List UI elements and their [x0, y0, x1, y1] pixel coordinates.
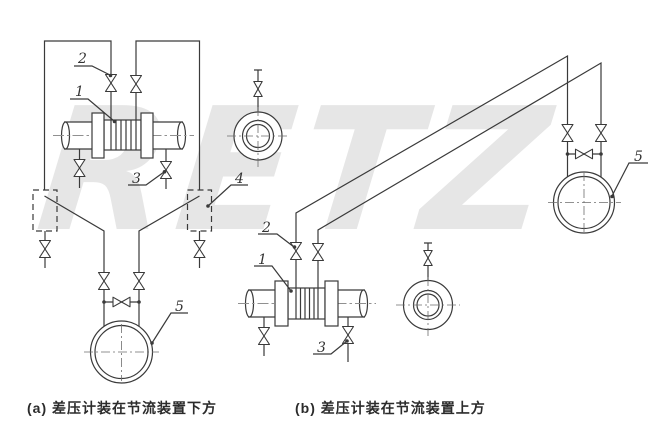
valve-icon [159, 160, 173, 180]
valve-icon [253, 80, 263, 98]
valve-icon [97, 271, 111, 291]
leader-dot [345, 339, 349, 343]
flange [140, 112, 154, 159]
valve-icon [594, 123, 608, 143]
pipe-end-view-b [396, 242, 460, 336]
part-label-4: 4 [234, 171, 244, 187]
pipe-section-outer [402, 279, 454, 331]
diagram-a: 1 2 3 4 5 [32, 40, 289, 384]
condensate-pot [32, 189, 58, 232]
gauge-crosshair [548, 172, 621, 234]
valves-a [38, 73, 206, 308]
leader-line [258, 233, 295, 248]
section-crosshair [227, 107, 289, 167]
flange [91, 112, 105, 159]
junction-dot [565, 152, 570, 156]
valve-icon [193, 239, 206, 259]
diagram-b: 1 2 3 5 [238, 54, 648, 362]
orifice-plate-hatch [295, 288, 319, 319]
valve-icon [38, 239, 52, 259]
leader-line [611, 162, 648, 197]
valve-icon [561, 123, 574, 143]
leader-dot [289, 289, 293, 293]
impulse-drop-right [138, 195, 200, 330]
orifice-block [287, 287, 326, 320]
pipe-end-view-a [227, 69, 289, 167]
part-label-3: 3 [132, 171, 141, 187]
leader-line [128, 171, 165, 186]
leader-dot [292, 245, 297, 249]
equalizing-valve-icon [112, 296, 131, 308]
valve-icon [73, 158, 86, 178]
equalizing-valve-icon [574, 148, 594, 160]
impulse-piping-a [43, 40, 201, 330]
leader-line [207, 184, 248, 207]
orifice-assembly-a [91, 112, 154, 159]
part-label-1: 1 [75, 84, 84, 100]
valve-icon [132, 271, 146, 291]
part-label-5: 5 [634, 149, 643, 165]
caption-b: (b) 差压计装在节流装置上方 [295, 400, 486, 416]
dp-gauge-b [548, 171, 621, 234]
flange [274, 280, 289, 327]
junction-dot [102, 300, 106, 304]
junction-dot [137, 300, 141, 304]
impulse-line-upstream [295, 54, 569, 304]
labels-a: 1 2 3 4 5 [70, 51, 248, 345]
orifice-plate-hatch [110, 120, 137, 150]
part-label-2: 2 [261, 220, 271, 236]
impulse-line-downstream [317, 61, 602, 304]
section-crosshair [396, 277, 460, 336]
leader-dot [150, 341, 154, 345]
leader-line [70, 98, 115, 122]
impulse-drop-left [44, 195, 105, 330]
condensate-pot [186, 189, 213, 232]
leader-line [74, 65, 111, 76]
valve-icon [311, 242, 325, 262]
valve-icon [423, 249, 433, 267]
leader-dot [108, 73, 113, 78]
part-label-3: 3 [317, 340, 326, 356]
drain-lines-a [44, 149, 201, 268]
valve-icon [129, 74, 143, 94]
part-label-5: 5 [175, 299, 184, 315]
leader-line [151, 312, 188, 344]
part-label-1: 1 [258, 252, 267, 268]
leader-dot [112, 119, 117, 124]
leader-dot [610, 194, 614, 199]
condensate-pots-a [32, 189, 213, 232]
caption-a: (a) 差压计装在节流装置下方 [27, 400, 217, 416]
leader-dot [162, 170, 167, 174]
leader-line [254, 265, 292, 292]
labels-b: 1 2 3 5 [254, 149, 648, 356]
part-label-2: 2 [77, 51, 87, 67]
leader-line [313, 340, 348, 355]
orifice-assembly-b [274, 280, 339, 327]
gauge-crosshair [84, 324, 159, 381]
valve-icon [257, 326, 271, 346]
impulse-piping-b [295, 54, 603, 304]
dp-gauge-a [84, 320, 159, 384]
leader-dot [206, 204, 210, 208]
flange [324, 280, 339, 327]
junction-dot [599, 152, 603, 156]
